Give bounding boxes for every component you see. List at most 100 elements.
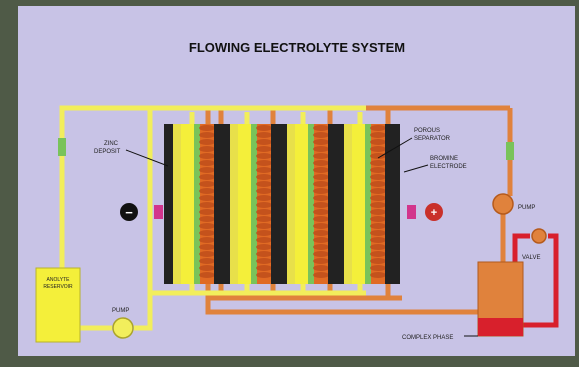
bromine-deposit-mark	[256, 132, 272, 138]
porous-separator	[251, 124, 257, 284]
bromine-electrode-label-line1: BROMINE	[430, 156, 458, 162]
bromine-deposit-mark	[199, 153, 215, 159]
positive-terminal-tab	[407, 205, 416, 219]
bromine-deposit-mark	[256, 244, 272, 250]
bromine-deposit-mark	[370, 160, 386, 166]
bromine-deposit-mark	[256, 125, 272, 131]
zinc-deposit-layer	[230, 124, 238, 284]
porous-separator-label-line2: SEPARATOR	[414, 136, 451, 142]
bromine-deposit-mark	[256, 258, 272, 264]
bromine-deposit-mark	[199, 216, 215, 222]
valve-icon	[531, 228, 547, 244]
porous-separator-leader	[377, 137, 413, 159]
bromine-deposit-mark	[370, 132, 386, 138]
bromine-deposit-mark	[256, 209, 272, 215]
bromine-deposit-mark	[370, 153, 386, 159]
bromine-deposit-mark	[256, 174, 272, 180]
bromine-deposit-mark	[370, 167, 386, 173]
bromine-deposit-mark	[370, 125, 386, 131]
bromine-deposit-mark	[313, 230, 329, 236]
bromine-deposit-mark	[313, 139, 329, 145]
zinc-deposit-label-line2: DEPOSIT	[94, 149, 121, 155]
end-electrode	[392, 124, 400, 284]
bromine-deposit-mark	[370, 237, 386, 243]
bromine-deposit-mark	[313, 167, 329, 173]
bromine-deposit-mark	[313, 132, 329, 138]
bromine-deposit-mark	[313, 125, 329, 131]
zinc-deposit-layer	[344, 124, 352, 284]
bromine-deposit-mark	[370, 265, 386, 271]
bromine-deposit-mark	[256, 265, 272, 271]
bromine-deposit-mark	[313, 188, 329, 194]
bromine-deposit-mark	[199, 125, 215, 131]
bromine-deposit-mark	[256, 139, 272, 145]
bipolar-plate	[271, 124, 278, 284]
zinc-electrode	[164, 124, 173, 284]
positive-terminal-icon	[425, 203, 443, 221]
bromine-deposit-mark	[256, 216, 272, 222]
bipolar-plate	[385, 124, 392, 284]
bromine-deposit-mark	[256, 230, 272, 236]
positive-terminal-symbol: +	[431, 207, 437, 219]
bromine-deposit-mark	[313, 258, 329, 264]
zinc-deposit-layer	[287, 124, 295, 284]
bromine-deposit-mark	[256, 181, 272, 187]
complex-phase-layer	[478, 318, 523, 336]
bromine-deposit-mark	[256, 153, 272, 159]
bromine-deposit-mark	[313, 237, 329, 243]
bromine-deposit-mark	[313, 160, 329, 166]
bromine-deposit-mark	[370, 202, 386, 208]
bromine-deposit-mark	[370, 216, 386, 222]
bromine-deposit-mark	[313, 146, 329, 152]
bromine-deposit-mark	[199, 167, 215, 173]
bromine-deposit-mark	[199, 160, 215, 166]
porous-separator	[365, 124, 371, 284]
pump-right-label: PUMP	[518, 205, 535, 211]
bromine-deposit-mark	[199, 209, 215, 215]
zinc-deposit-layer	[173, 124, 181, 284]
bromine-deposit-mark	[199, 258, 215, 264]
zinc-electrode	[278, 124, 287, 284]
diagram-title: FLOWING ELECTROLYTE SYSTEM	[189, 40, 405, 55]
bromine-deposit-mark	[256, 167, 272, 173]
bromine-deposit-mark	[313, 153, 329, 159]
bromine-deposit-mark	[199, 146, 215, 152]
cell-stack	[164, 124, 400, 284]
bromine-deposit-mark	[313, 216, 329, 222]
zinc-deposit-label-line1: ZINC	[104, 141, 119, 147]
zinc-electrode	[221, 124, 230, 284]
bromine-deposit-mark	[313, 202, 329, 208]
pump-left-icon	[112, 317, 134, 339]
anolyte-pipe-left	[59, 105, 150, 268]
pump-left-label: PUMP	[112, 308, 129, 314]
negative-terminal-symbol: −	[125, 205, 133, 220]
bromine-deposit-mark	[199, 244, 215, 250]
negative-terminal-tab	[154, 205, 163, 219]
bromine-deposit-mark	[370, 174, 386, 180]
anolyte-chamber	[352, 124, 365, 284]
bromine-deposit-mark	[256, 202, 272, 208]
bromine-deposit-mark	[199, 202, 215, 208]
bromine-deposit-mark	[199, 265, 215, 271]
bromine-deposit-mark	[370, 146, 386, 152]
bipolar-plate	[214, 124, 221, 284]
bromine-deposit-mark	[256, 146, 272, 152]
bromine-deposit-mark	[256, 195, 272, 201]
bromine-deposit-mark	[199, 188, 215, 194]
bromine-deposit-mark	[370, 188, 386, 194]
bromine-deposit-mark	[313, 181, 329, 187]
pump-right-icon	[492, 193, 514, 215]
zinc-electrode	[335, 124, 344, 284]
bromine-deposit-mark	[313, 244, 329, 250]
bromine-deposit-mark	[313, 272, 329, 278]
anolyte-reservoir-label-line2: RESERVOIR	[43, 284, 73, 290]
bromine-deposit-mark	[370, 251, 386, 257]
anolyte-chamber	[238, 124, 251, 284]
bromine-electrode-label-line2: ELECTRODE	[430, 164, 467, 170]
bromine-deposit-mark	[370, 139, 386, 145]
bromine-deposit-mark	[199, 272, 215, 278]
bromine-deposit-mark	[370, 230, 386, 236]
bipolar-plate	[328, 124, 335, 284]
bromine-deposit-mark	[199, 237, 215, 243]
